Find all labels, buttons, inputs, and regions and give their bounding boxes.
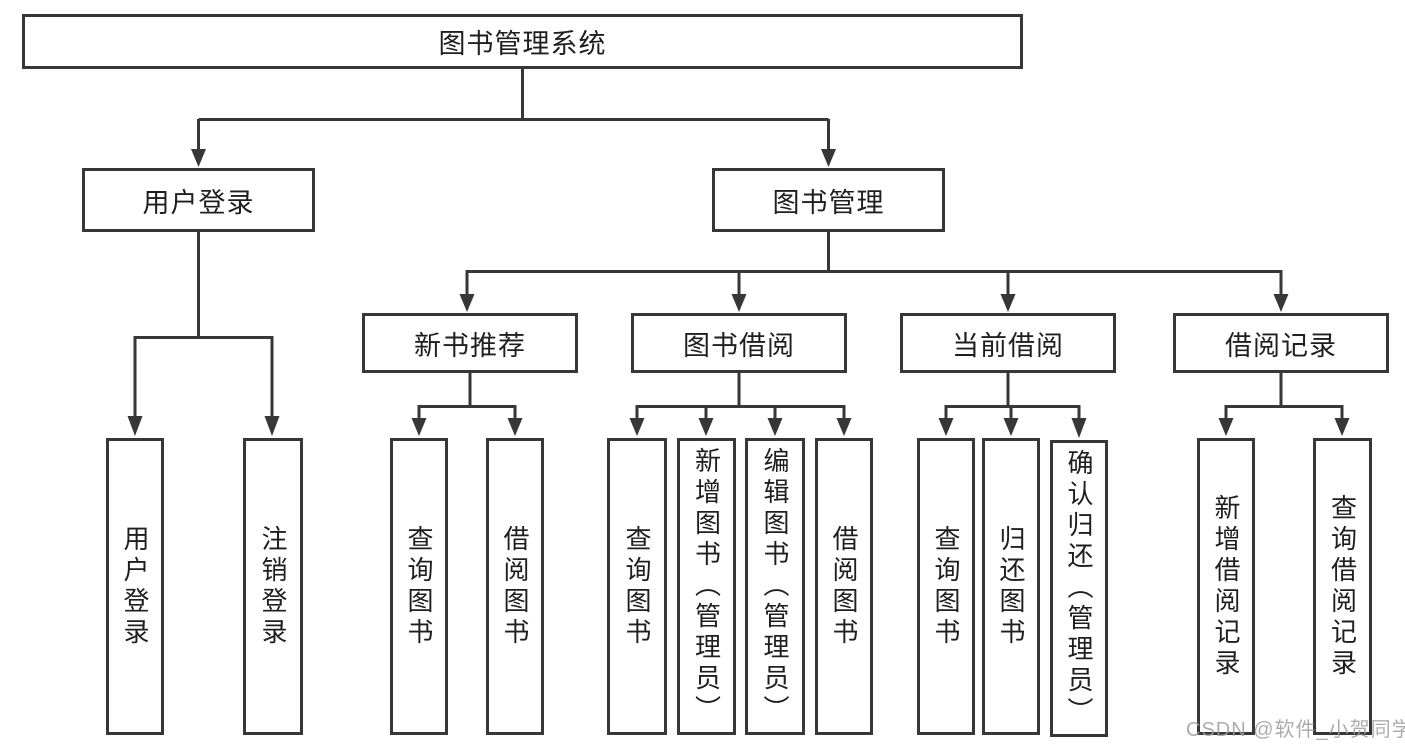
leaf-records-add-record-label: 新增借阅记录 — [1211, 493, 1241, 680]
leaf-current-return-book: 归还图书 — [982, 438, 1040, 735]
leaf-borrow-borrow-book-label: 借阅图书 — [829, 524, 859, 649]
node-book-management-label: 图书管理 — [772, 187, 885, 218]
leaf-borrow-add-book-admin: 新增图书（管理员） — [677, 438, 736, 735]
leaf-records-query-record-label: 查询借阅记录 — [1327, 493, 1358, 680]
leaf-current-query-book: 查询图书 — [917, 438, 975, 735]
leaf-borrow-query-book-label: 查询图书 — [622, 524, 652, 649]
watermark-text: CSDN @软件_小贺同学 — [1186, 719, 1405, 741]
leaf-newbook-borrow-book-label: 借阅图书 — [500, 524, 530, 649]
leaf-current-confirm-return-admin-label: 确认归还（管理员） — [1064, 449, 1094, 728]
node-user-login: 用户登录 — [82, 168, 315, 232]
leaf-borrow-borrow-book: 借阅图书 — [815, 438, 873, 735]
leaf-borrow-add-book-admin-label: 新增图书（管理员） — [691, 447, 722, 726]
leaf-newbook-borrow-book: 借阅图书 — [486, 438, 544, 735]
leaf-borrow-edit-book-admin: 编辑图书（管理员） — [745, 438, 805, 735]
node-borrow-records: 借阅记录 — [1173, 313, 1389, 373]
leaf-logout-label: 注销登录 — [258, 524, 288, 649]
leaf-logout: 注销登录 — [243, 438, 303, 735]
leaf-records-add-record: 新增借阅记录 — [1197, 438, 1255, 735]
leaf-borrow-query-book: 查询图书 — [607, 438, 667, 735]
node-new-book-recommend-label: 新书推荐 — [414, 330, 526, 361]
node-current-borrow: 当前借阅 — [900, 313, 1116, 373]
connector-segments — [133, 68, 1344, 420]
leaf-borrow-edit-book-admin-label: 编辑图书（管理员） — [760, 447, 790, 726]
node-user-login-label: 用户登录 — [142, 187, 255, 218]
leaf-records-query-record: 查询借阅记录 — [1313, 438, 1372, 735]
leaf-current-confirm-return-admin: 确认归还（管理员） — [1050, 440, 1108, 737]
node-book-management: 图书管理 — [712, 168, 945, 232]
leaf-current-query-book-label: 查询图书 — [931, 524, 961, 649]
node-current-borrow-label: 当前借阅 — [952, 330, 1064, 361]
node-borrow-records-label: 借阅记录 — [1225, 330, 1337, 361]
leaf-user-login: 用户登录 — [106, 438, 164, 735]
node-book-borrow: 图书借阅 — [631, 313, 847, 373]
node-book-borrow-label: 图书借阅 — [683, 330, 795, 361]
leaf-current-return-book-label: 归还图书 — [996, 524, 1026, 649]
leaf-newbook-query-book-label: 查询图书 — [404, 524, 434, 649]
node-new-book-recommend: 新书推荐 — [362, 313, 578, 373]
leaf-newbook-query-book: 查询图书 — [390, 438, 448, 735]
leaf-user-login-label: 用户登录 — [120, 524, 150, 649]
node-root-system-label: 图书管理系统 — [438, 29, 607, 59]
node-root-system: 图书管理系统 — [22, 14, 1023, 69]
